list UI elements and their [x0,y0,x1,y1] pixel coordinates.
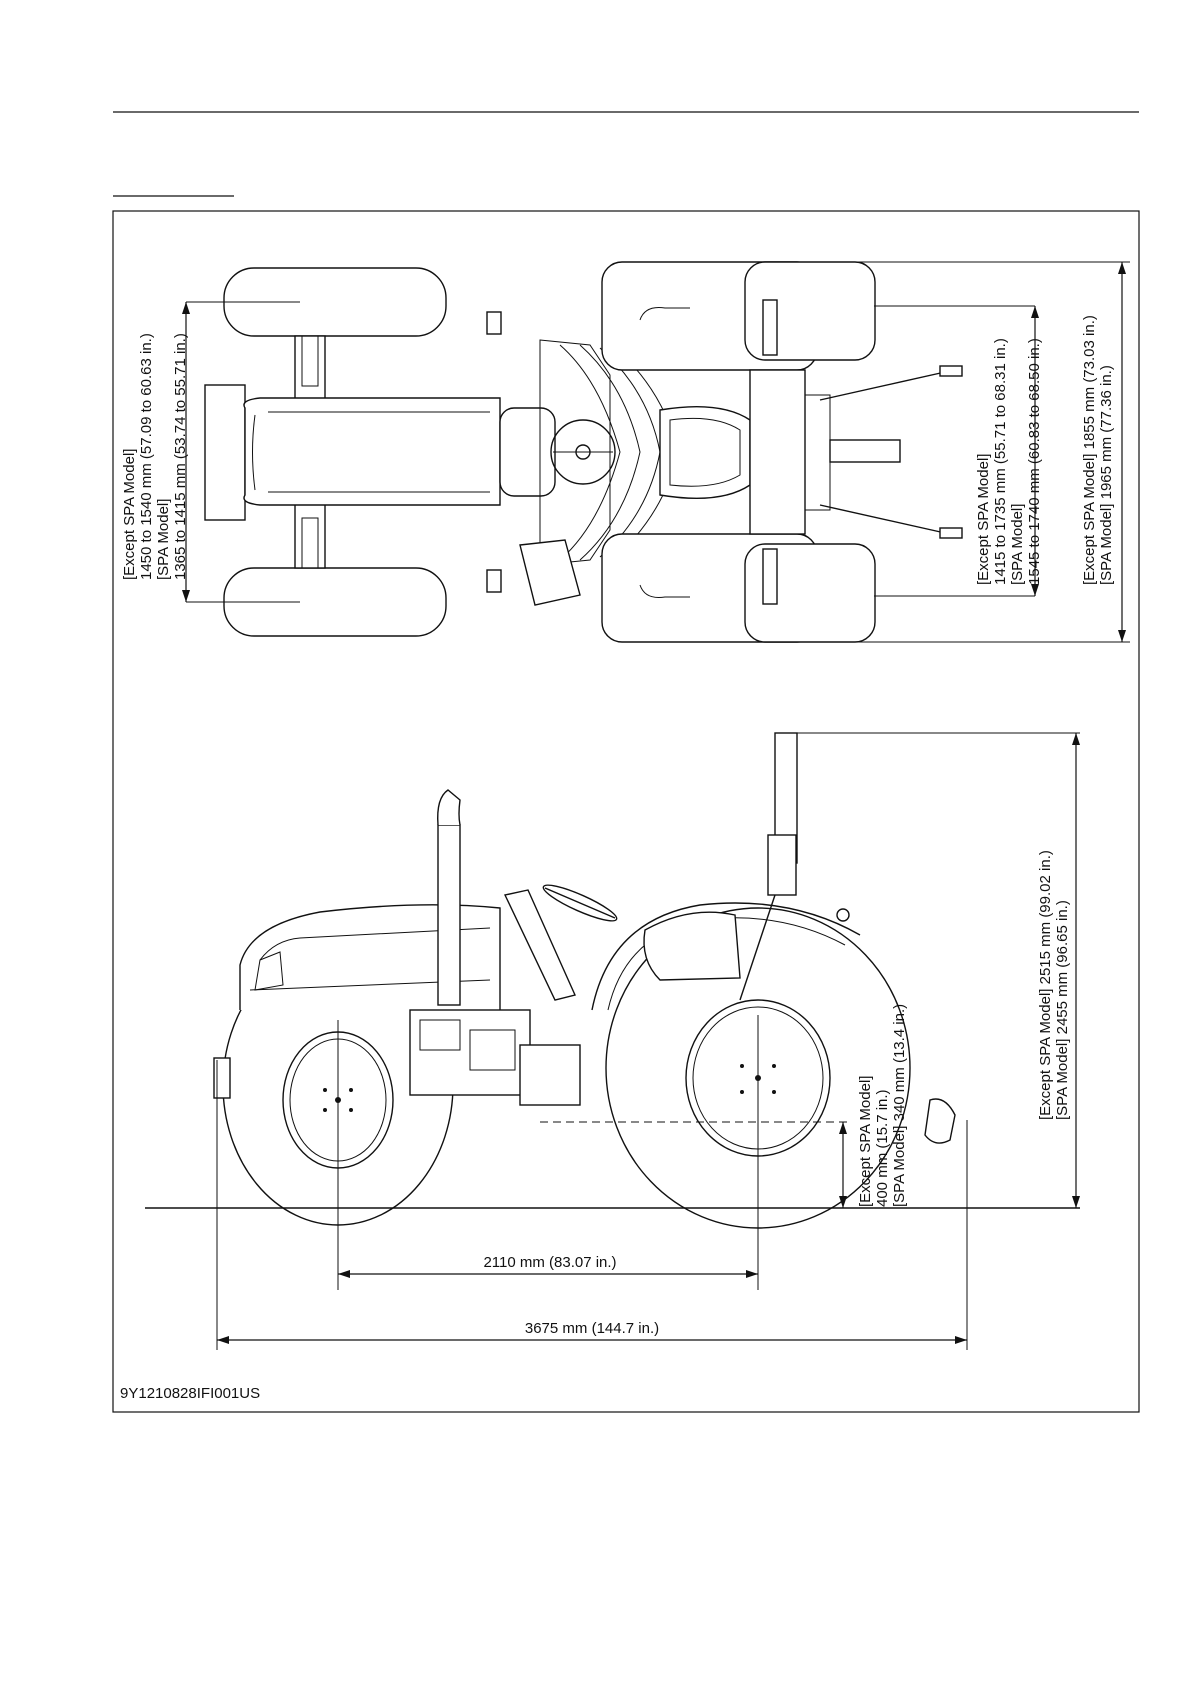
rear-fender-side [591,902,861,1011]
front-tread-line4: 1365 to 1415 mm (53.74 to 55.71 in.) [172,333,189,580]
headlight-side [254,951,284,991]
figure-frame [112,210,1140,1413]
top-link [829,439,901,463]
step-plate [519,539,581,606]
ground-clearance-line2: 400 mm (15.7 in.) [874,1089,891,1207]
rear-tread-line1: [Except SPA Model] [975,454,992,585]
overall-width-line1: [Except SPA Model] 1855 mm (73.03 in.) [1081,315,1098,585]
lower-link-right [819,504,946,534]
exhaust-pipe [437,824,461,1006]
tractor-side-view [213,732,956,1229]
seat-top [659,406,751,499]
front-tread-line1: [Except SPA Model] [121,449,138,580]
seat-side [643,911,741,981]
drawbar-side [924,1098,956,1144]
steering-column [503,889,576,1001]
figure-code: 9Y1210828IFI001US [120,1385,260,1402]
dashboard [499,407,556,497]
overall-height-line2: [SPA Model] 2455 mm (96.65 in.) [1054,900,1071,1120]
front-bumper [204,384,246,521]
overall-length-label: 3675 mm (144.7 in.) [525,1320,659,1337]
wheelbase-label: 2110 mm (83.07 in.) [483,1254,616,1271]
tractor-top-view [204,261,963,643]
hood [243,397,501,506]
rear-tread-line2: 1415 to 1735 mm (55.71 to 68.31 in.) [992,338,1009,585]
rear-housing [749,369,806,535]
lower-link-left [819,371,946,401]
step-side [519,1044,581,1106]
ground-clearance-line3: [SPA Model] 340 mm (13.4 in.) [891,1004,908,1207]
steering-wheel-top [550,419,616,485]
hood-side [239,904,501,1010]
rops-joint [767,834,797,896]
steering-wheel-side [542,884,618,922]
front-tread-line3: [SPA Model] [155,499,172,580]
rear-tread-line3: [SPA Model] [1009,504,1026,585]
front-tread-line2: 1450 to 1540 mm (57.09 to 60.63 in.) [138,333,155,580]
overall-height-line1: [Except SPA Model] 2515 mm (99.02 in.) [1037,850,1054,1120]
rear-tread-line4: 1545 to 1740 mm (60.83 to 68.50 in.) [1026,338,1043,585]
ground-clearance-line1: [Except SPA Model] [857,1076,874,1207]
overall-width-line2: [SPA Model] 1965 mm (77.36 in.) [1098,365,1115,585]
